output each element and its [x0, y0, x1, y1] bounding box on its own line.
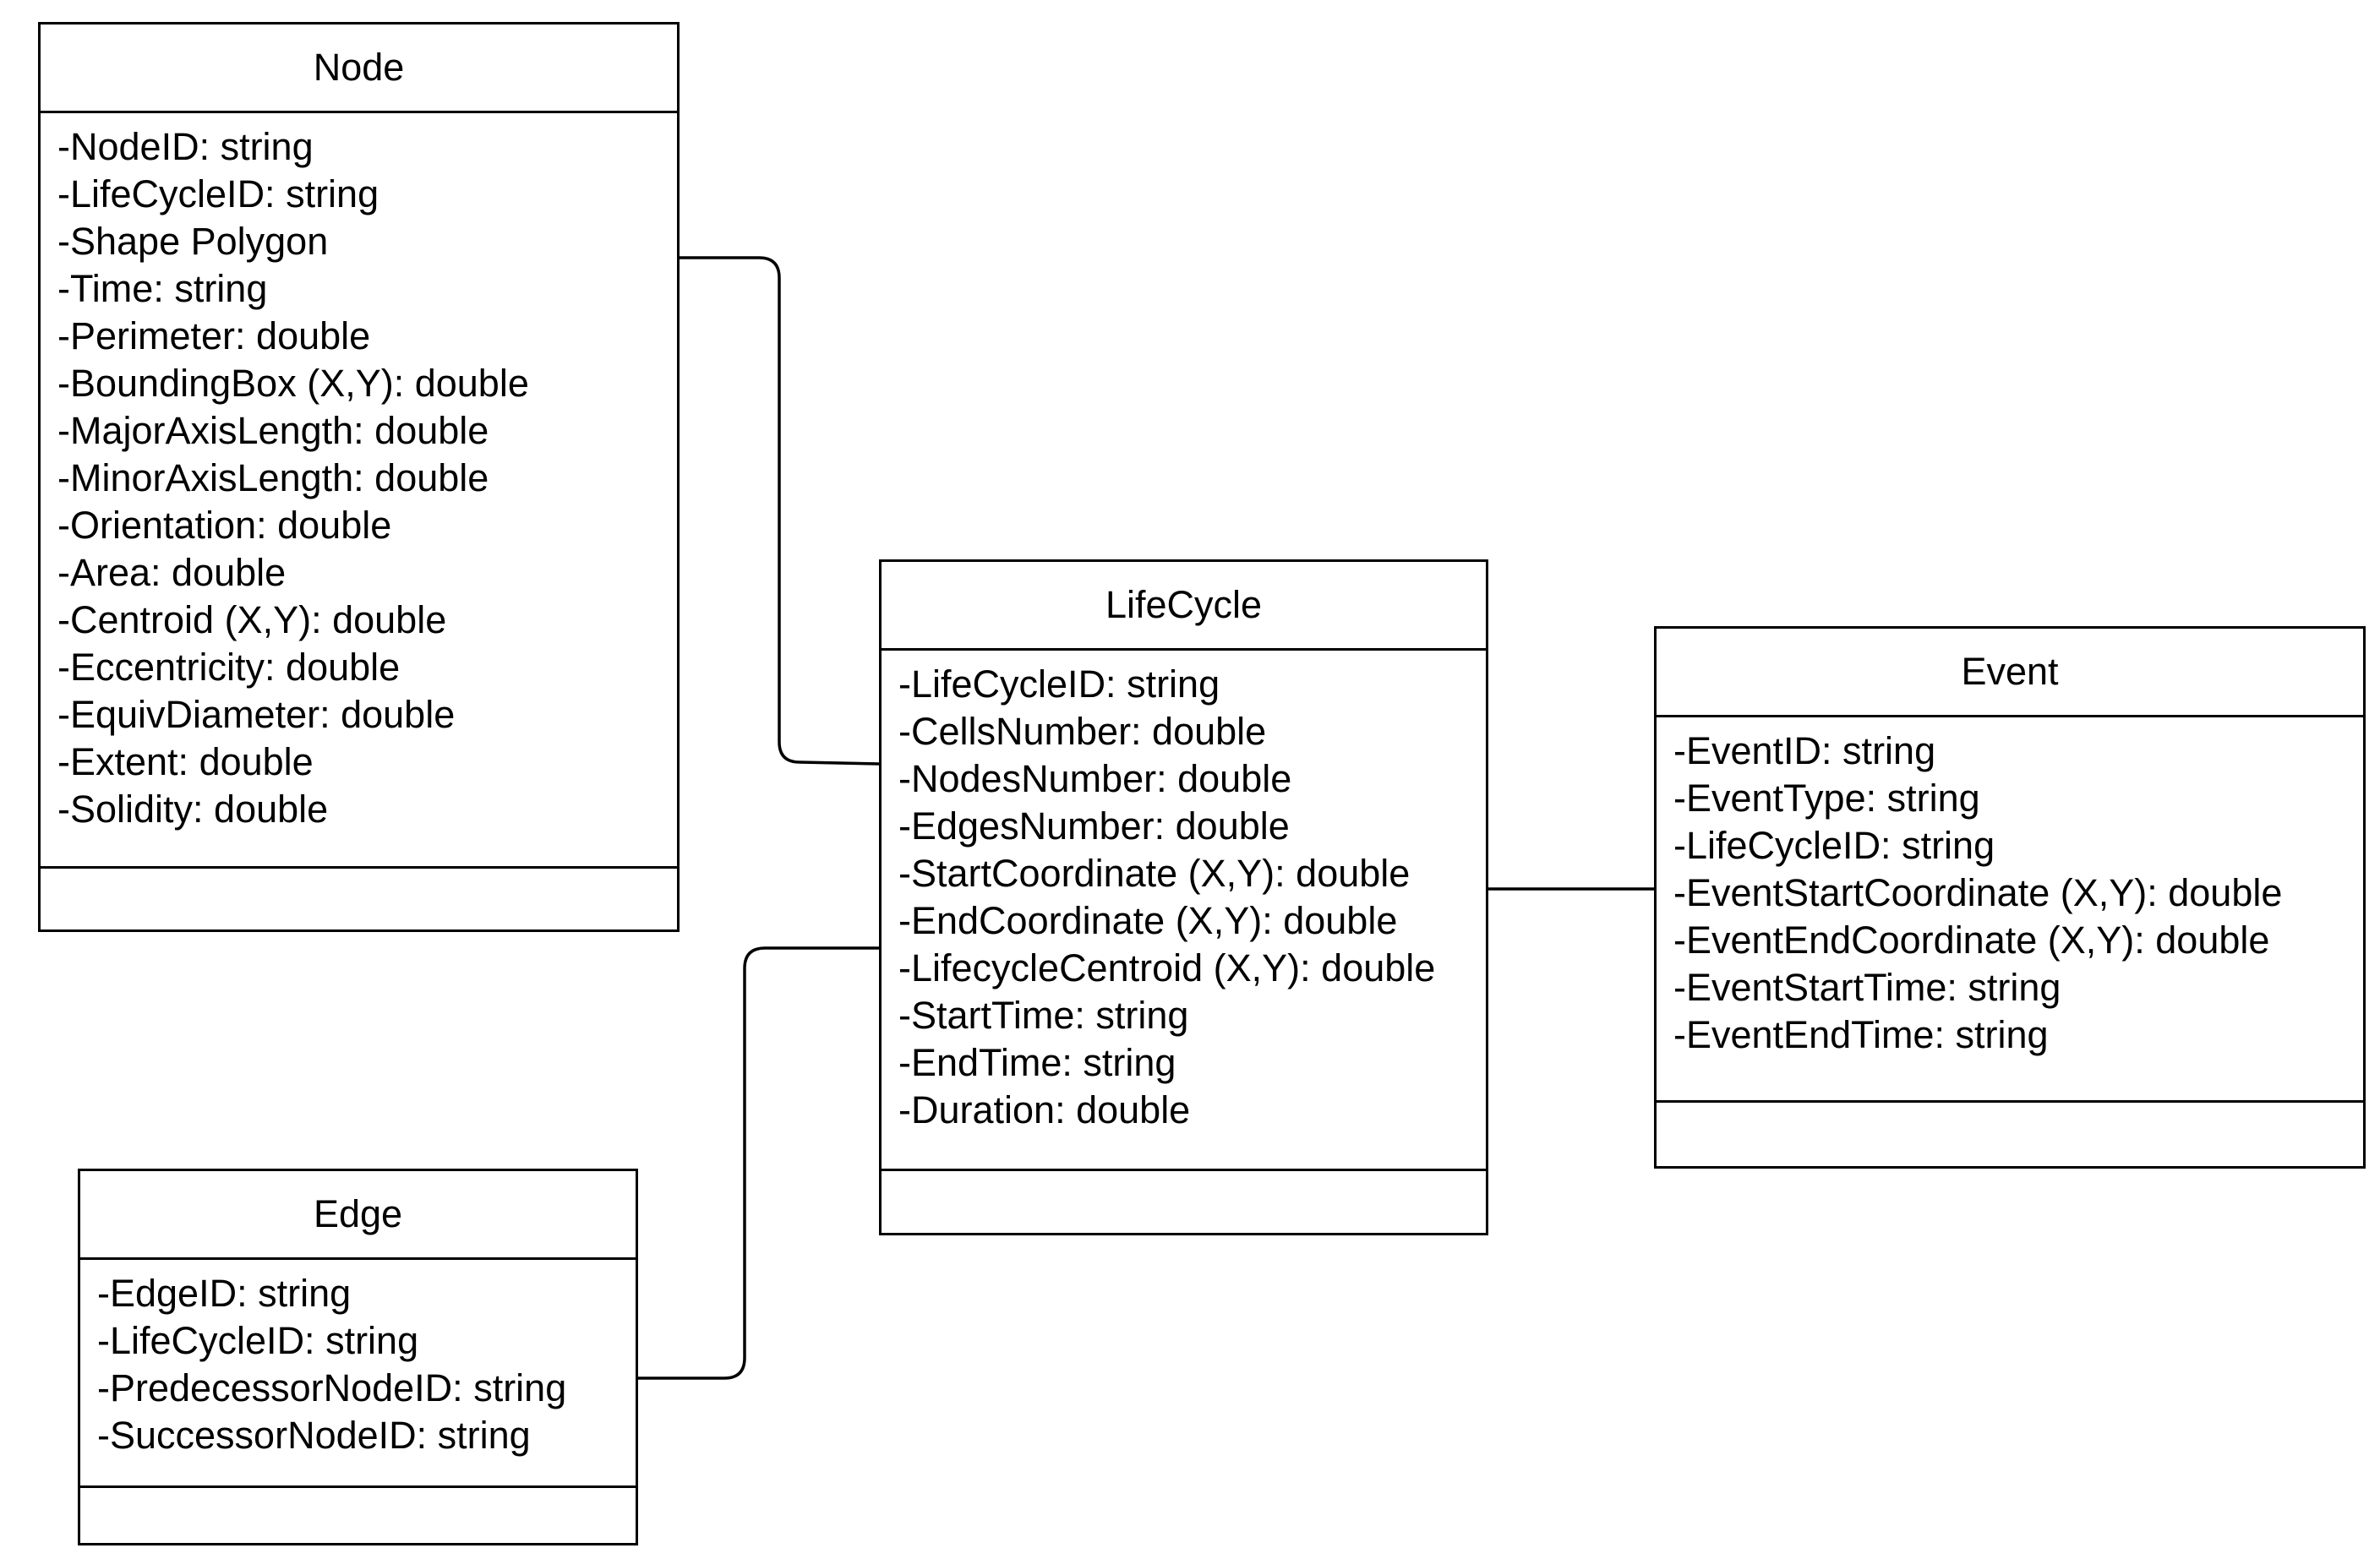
lifecycle-attribute: -CellsNumber: double	[898, 710, 1267, 753]
node-attributes: -NodeID: string -LifeCycleID: string -Sh…	[41, 113, 677, 869]
edge-lifecycle-association	[638, 946, 879, 1380]
edge-operations	[80, 1488, 636, 1543]
node-lifecycle-association	[680, 256, 880, 766]
node-attribute: -LifeCycleID: string	[57, 172, 379, 215]
lifecycle-attribute: -LifecycleCentroid (X,Y): double	[898, 946, 1436, 989]
node-attribute: -NodeID: string	[57, 125, 314, 168]
lifecycle-attribute: -StartTime: string	[898, 994, 1189, 1037]
node-class[interactable]: Node -NodeID: string -LifeCycleID: strin…	[38, 22, 680, 932]
event-attribute: -EventStartTime: string	[1673, 966, 2061, 1009]
event-attribute: -EventEndCoordinate (X,Y): double	[1673, 919, 2270, 962]
event-class[interactable]: Event -EventID: string -EventType: strin…	[1654, 626, 2366, 1169]
node-attribute: -Centroid (X,Y): double	[57, 598, 447, 641]
lifecycle-class-name: LifeCycle	[882, 562, 1486, 651]
node-attribute: -BoundingBox (X,Y): double	[57, 362, 529, 405]
node-attribute: -MajorAxisLength: double	[57, 409, 489, 452]
edge-attributes: -EdgeID: string -LifeCycleID: string -Pr…	[80, 1260, 636, 1488]
event-class-name: Event	[1657, 629, 2363, 717]
node-attribute: -MinorAxisLength: double	[57, 456, 489, 499]
edge-class-name: Edge	[80, 1171, 636, 1260]
node-attribute: -Area: double	[57, 551, 287, 594]
lifecycle-operations	[882, 1171, 1486, 1233]
node-class-name: Node	[41, 25, 677, 113]
lifecycle-attribute: -EdgesNumber: double	[898, 804, 1290, 848]
lifecycle-attribute: -LifeCycleID: string	[898, 662, 1220, 706]
lifecycle-attribute: -Duration: double	[898, 1088, 1191, 1131]
edge-class[interactable]: Edge -EdgeID: string -LifeCycleID: strin…	[78, 1169, 638, 1545]
node-attribute: -Extent: double	[57, 740, 314, 783]
event-operations	[1657, 1103, 2363, 1166]
node-attribute: -Perimeter: double	[57, 314, 371, 357]
node-attribute: -Orientation: double	[57, 504, 392, 547]
node-operations	[41, 869, 677, 929]
event-attribute: -EventEndTime: string	[1673, 1013, 2049, 1056]
event-attributes: -EventID: string -EventType: string -Lif…	[1657, 717, 2363, 1103]
node-attribute: -EquivDiameter: double	[57, 693, 456, 736]
event-attribute: -EventID: string	[1673, 729, 1936, 772]
event-attribute: -LifeCycleID: string	[1673, 824, 1995, 867]
edge-attribute: -PredecessorNodeID: string	[97, 1366, 567, 1409]
node-attribute: -Shape Polygon	[57, 220, 329, 263]
event-attribute: -EventType: string	[1673, 777, 1980, 820]
lifecycle-attributes: -LifeCycleID: string -CellsNumber: doubl…	[882, 651, 1486, 1171]
edge-attribute: -SuccessorNodeID: string	[97, 1414, 531, 1457]
node-attribute: -Eccentricity: double	[57, 646, 401, 689]
node-attribute: -Time: string	[57, 267, 268, 310]
lifecycle-attribute: -EndTime: string	[898, 1041, 1176, 1084]
edge-attribute: -EdgeID: string	[97, 1272, 352, 1315]
node-attribute: -Solidity: double	[57, 788, 329, 831]
event-attribute: -EventStartCoordinate (X,Y): double	[1673, 871, 2283, 914]
lifecycle-attribute: -NodesNumber: double	[898, 757, 1292, 800]
lifecycle-class[interactable]: LifeCycle -LifeCycleID: string -CellsNum…	[879, 559, 1488, 1235]
edge-attribute: -LifeCycleID: string	[97, 1319, 419, 1362]
lifecycle-attribute: -StartCoordinate (X,Y): double	[898, 852, 1411, 895]
lifecycle-attribute: -EndCoordinate (X,Y): double	[898, 899, 1398, 942]
